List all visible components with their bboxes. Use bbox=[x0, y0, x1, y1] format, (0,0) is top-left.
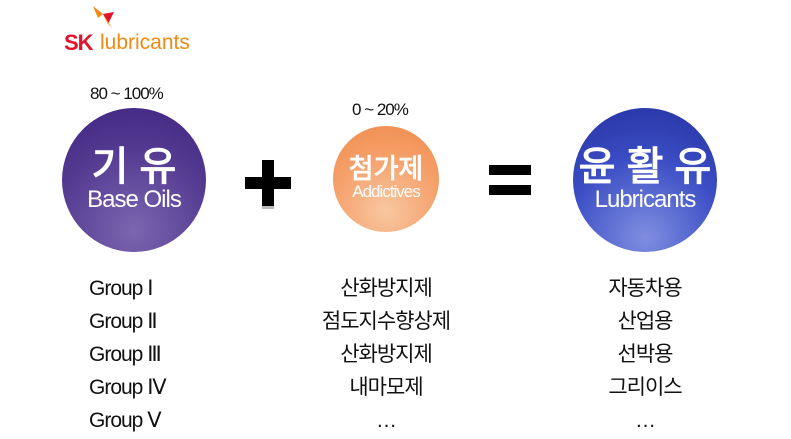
plus-icon bbox=[245, 160, 291, 206]
list-item: 산화방지제 bbox=[340, 343, 433, 366]
base-oil-groups-list: Group Ⅰ Group Ⅱ Group Ⅲ Group Ⅳ Group Ⅴ bbox=[89, 272, 167, 437]
list-item: Group Ⅱ bbox=[89, 310, 158, 333]
list-item: 자동차용 bbox=[608, 277, 682, 300]
additives-korean: 첨가제 bbox=[348, 154, 424, 185]
additives-english: Addictives bbox=[352, 182, 420, 202]
lubricants-english: Lubricants bbox=[594, 185, 697, 213]
additives-circle: 첨가제 Addictives bbox=[333, 126, 439, 232]
additives-percent: 0 ~ 20% bbox=[352, 100, 409, 119]
list-item: Group Ⅴ bbox=[89, 409, 162, 432]
equals-icon bbox=[489, 165, 531, 205]
lubricant-uses-list: 자동차용 산업용 선박용 그리이스 … bbox=[580, 272, 710, 437]
list-item: 산화방지제 bbox=[340, 277, 433, 300]
list-item: 내마모제 bbox=[349, 376, 423, 399]
lubricants-korean: 윤 활 유 bbox=[578, 144, 712, 189]
logo-name: lubricants bbox=[100, 31, 190, 54]
list-item: Group Ⅳ bbox=[89, 376, 167, 399]
base-oils-percent: 80 ~ 100% bbox=[90, 84, 164, 103]
list-item: Group Ⅰ bbox=[89, 277, 153, 300]
base-oils-korean: 기 유 bbox=[91, 144, 177, 189]
base-oils-circle: 기 유 Base Oils bbox=[62, 108, 206, 252]
sk-lubricants-logo: SK lubricants bbox=[64, 4, 224, 55]
list-item: … bbox=[635, 409, 656, 432]
list-item: 선박용 bbox=[617, 343, 674, 366]
logo-brand: SK bbox=[64, 30, 94, 55]
lubricants-circle: 윤 활 유 Lubricants bbox=[573, 108, 717, 252]
list-item: Group Ⅲ bbox=[89, 343, 162, 366]
list-item: 그리이스 bbox=[608, 376, 682, 399]
additive-types-list: 산화방지제 점도지수향상제 산화방지제 내마모제 … bbox=[300, 272, 472, 437]
list-item: … bbox=[376, 409, 397, 432]
list-item: 점도지수향상제 bbox=[321, 310, 451, 333]
base-oils-english: Base Oils bbox=[87, 185, 182, 213]
butterfly-icon bbox=[93, 6, 114, 28]
list-item: 산업용 bbox=[617, 310, 674, 333]
